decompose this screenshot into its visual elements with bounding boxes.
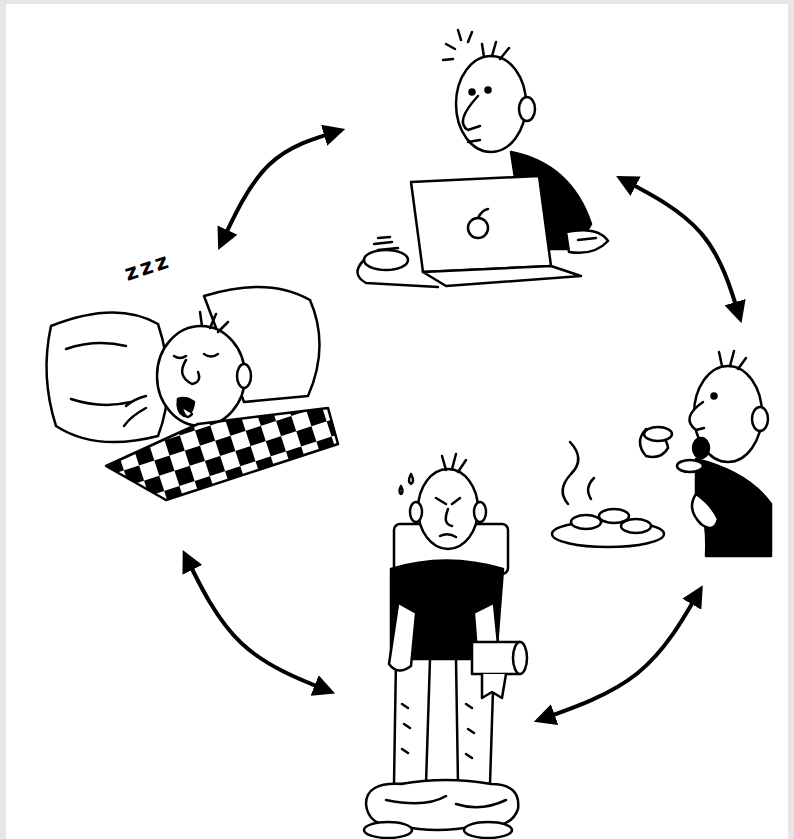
- toilet-figure-part: [364, 822, 412, 838]
- toilet-figure-part: [386, 796, 506, 807]
- eating-figure-box: [551, 349, 771, 559]
- computer-figure-part: [374, 237, 398, 250]
- toilet-figure-box: [341, 479, 526, 834]
- sleeping-figure-part: [178, 398, 194, 416]
- computer-figure-part: [456, 56, 526, 152]
- toilet-figure-part: [410, 502, 422, 522]
- sleeping-figure-part: [106, 408, 338, 500]
- sleeping-figure-part: [174, 354, 218, 358]
- eating-figure-part: [752, 407, 768, 431]
- computer-figure-part: [470, 90, 475, 95]
- sleeping-figure-part: [47, 312, 168, 442]
- eating-figure-part: [712, 394, 717, 399]
- eating-figure-part: [719, 351, 746, 369]
- computer-figure-part: [423, 266, 581, 286]
- computer-figure-part: [482, 42, 509, 59]
- toilet-figure-part: [442, 454, 466, 472]
- toilet-figure-part: [436, 498, 460, 537]
- toilet-figure-part: [482, 674, 506, 698]
- toilet-figure: [364, 454, 527, 838]
- sleep-sound-label: zzz: [121, 247, 174, 285]
- computer-figure: [357, 30, 608, 287]
- eating-figure-part: [621, 519, 651, 533]
- cycle-arrow: [538, 589, 701, 720]
- computer-figure-box: [351, 19, 606, 284]
- toilet-figure-part: [474, 502, 486, 522]
- sleeping-figure-box: [46, 274, 341, 504]
- computer-figure-part: [578, 238, 596, 240]
- sleeping-figure-part: [182, 360, 199, 384]
- computer-figure-part: [478, 209, 488, 218]
- toilet-figure-part: [464, 822, 512, 838]
- sleeping-figure-part: [182, 408, 192, 417]
- toilet-figure-part: [418, 469, 478, 549]
- sleeping-figure-part: [200, 312, 228, 332]
- eating-figure-part: [692, 494, 718, 528]
- eating-figure-part: [689, 402, 704, 430]
- toilet-figure-part: [394, 659, 430, 784]
- sleeping-figure-part: [66, 343, 131, 405]
- sleeping-figure-part: [237, 364, 251, 388]
- cycle-arrow: [620, 178, 740, 319]
- computer-figure-part: [357, 260, 438, 287]
- eating-figure-part: [677, 460, 703, 472]
- toilet-figure-part: [513, 642, 527, 674]
- sleeping-figure: [47, 287, 338, 500]
- eating-figure-part: [693, 438, 709, 458]
- eating-figure: [552, 351, 771, 556]
- toilet-figure-part: [400, 474, 414, 494]
- computer-figure-part: [468, 140, 480, 142]
- eating-figure-part: [563, 442, 594, 504]
- computer-figure-part: [519, 97, 535, 121]
- cartoon-illustration: [6, 4, 794, 839]
- sleeping-figure-part: [124, 396, 146, 426]
- eating-figure-part: [571, 515, 601, 529]
- computer-figure-part: [468, 218, 488, 238]
- computer-figure-part: [463, 96, 480, 130]
- computer-figure-part: [486, 88, 491, 93]
- sleeping-figure-part: [157, 326, 245, 426]
- cycle-arrow: [185, 554, 331, 692]
- connector-layer: [6, 4, 794, 839]
- toilet-figure-part: [402, 704, 474, 758]
- computer-figure-part: [411, 176, 551, 272]
- computer-figure-part: [443, 30, 472, 60]
- computer-figure-part: [364, 250, 408, 270]
- eating-figure-part: [644, 427, 672, 441]
- cycle-arrow: [220, 130, 341, 246]
- computer-figure-part: [566, 230, 608, 253]
